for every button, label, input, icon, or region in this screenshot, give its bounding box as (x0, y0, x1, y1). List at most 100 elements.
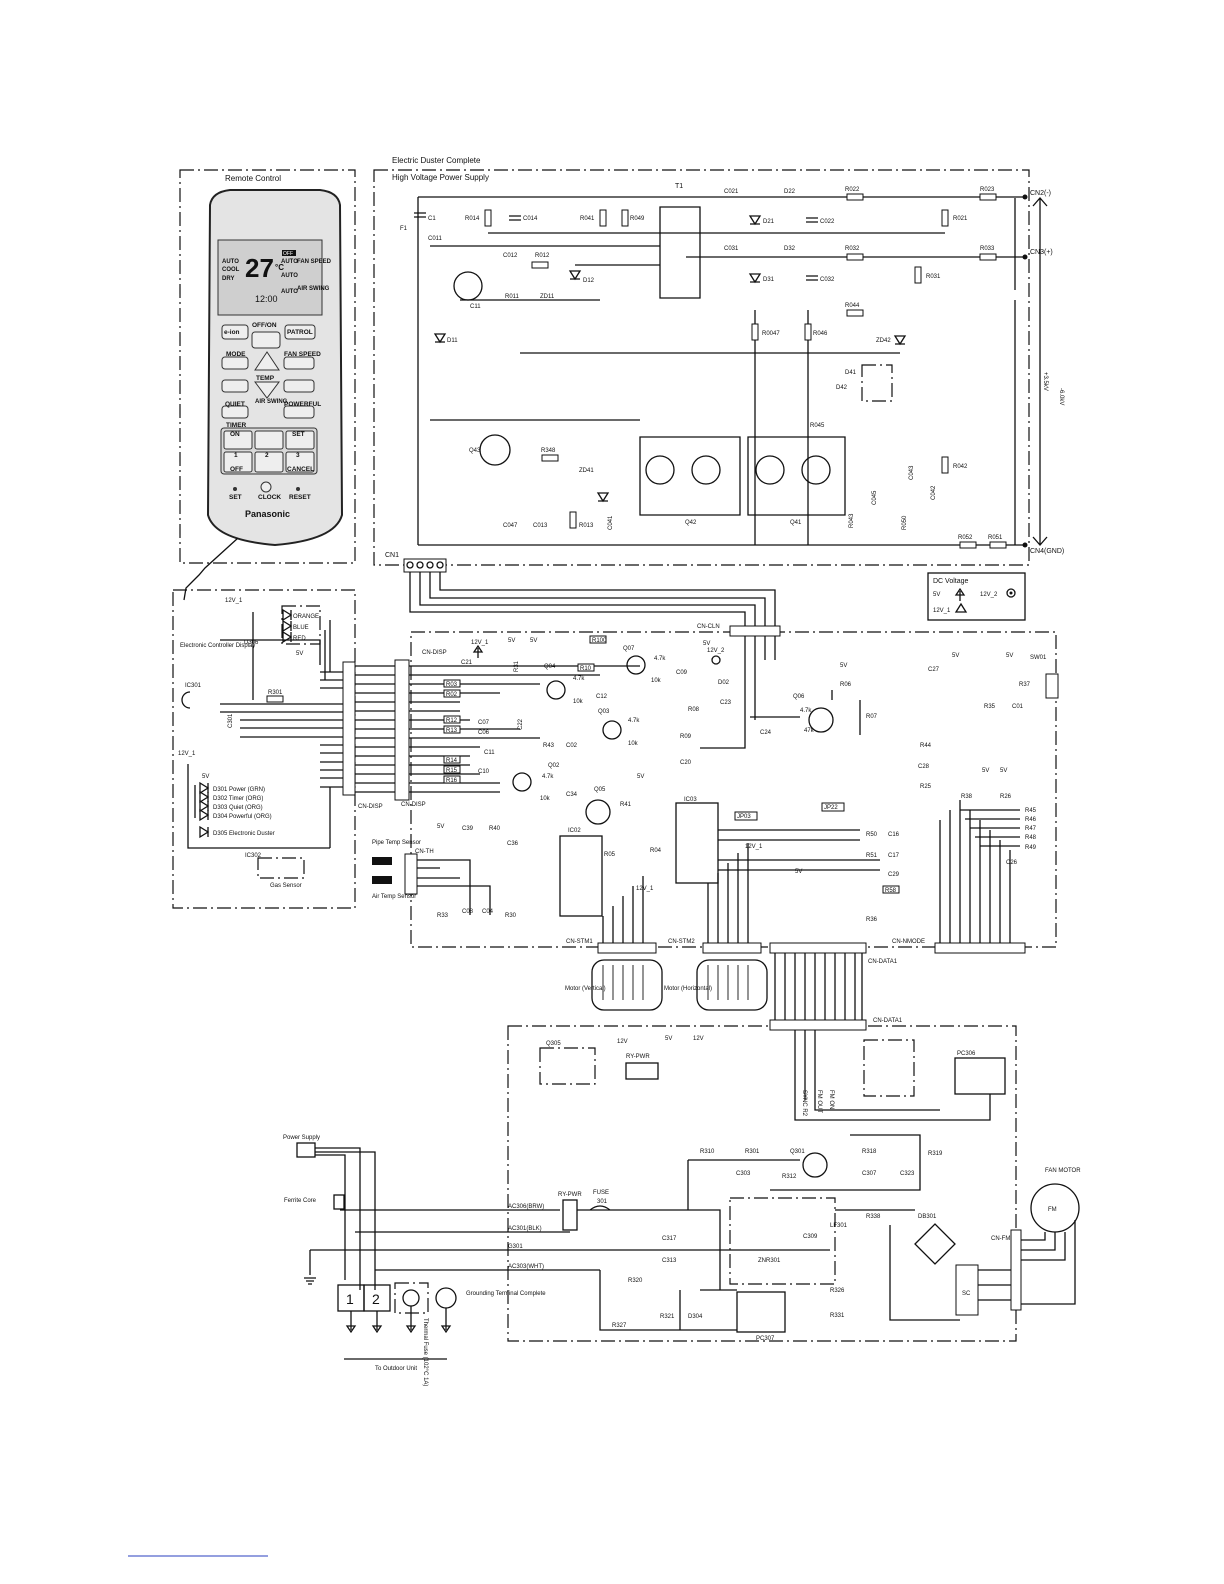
svg-text:R041: R041 (580, 216, 595, 222)
svg-text:Ferrite Core: Ferrite Core (284, 1198, 317, 1204)
svg-text:CN-DISP: CN-DISP (422, 650, 447, 656)
svg-text:R43: R43 (543, 743, 555, 749)
patrol-button[interactable] (284, 324, 316, 340)
dc-voltage-legend: DC Voltage 5V 12V_2 12V_1 (927, 572, 1026, 621)
svg-text:R319: R319 (928, 1151, 943, 1157)
svg-text:47k: 47k (804, 728, 815, 734)
svg-text:C041: C041 (608, 515, 614, 530)
svg-text:R331: R331 (830, 1313, 845, 1319)
svg-text:5V: 5V (703, 641, 710, 647)
svg-text:CN-STM2: CN-STM2 (668, 939, 695, 945)
svg-text:SW01: SW01 (1030, 655, 1047, 661)
svg-text:3: 3 (296, 452, 300, 459)
svg-text:R023: R023 (980, 187, 995, 193)
svg-text:D32: D32 (784, 246, 796, 252)
svg-text:12V: 12V (693, 1036, 704, 1042)
svg-text:C11: C11 (484, 750, 495, 756)
svg-text:CANCEL: CANCEL (287, 466, 314, 473)
remote-ir-link (183, 537, 239, 601)
svg-text:LF301: LF301 (830, 1223, 848, 1229)
svg-text:C02: C02 (566, 743, 578, 749)
svg-text:R310: R310 (700, 1149, 715, 1155)
svg-text:4.7k: 4.7k (800, 708, 812, 714)
reset-button[interactable] (296, 487, 300, 491)
powerful-button[interactable] (283, 405, 315, 419)
svg-text:R14: R14 (446, 758, 458, 764)
swing-horizontal-button[interactable] (221, 379, 249, 393)
svg-text:C011: C011 (428, 236, 443, 242)
svg-text:R046: R046 (813, 331, 828, 337)
timer-on-button[interactable] (223, 430, 253, 450)
svg-text:12V_1: 12V_1 (933, 608, 951, 614)
svg-text:ZD41: ZD41 (579, 468, 594, 474)
svg-text:Q305: Q305 (546, 1041, 561, 1047)
svg-text:R47: R47 (1025, 826, 1037, 832)
svg-text:C28: C28 (918, 764, 930, 770)
svg-text:R044: R044 (845, 303, 860, 309)
clock-button[interactable] (260, 481, 272, 493)
svg-text:AUTO: AUTO (281, 259, 298, 265)
cn3-label: CN3(+) (1030, 249, 1053, 256)
svg-text:R327: R327 (612, 1323, 627, 1329)
timer-down-button[interactable] (254, 451, 284, 473)
svg-text:R012: R012 (535, 253, 550, 259)
svg-text:R10: R10 (580, 666, 592, 672)
svg-text:CN-TH: CN-TH (415, 849, 434, 855)
svg-text:R051: R051 (988, 535, 1003, 541)
timer-cancel-button[interactable] (285, 451, 315, 473)
svg-text:D303 Quiet (ORG): D303 Quiet (ORG) (213, 805, 263, 811)
timer-set-button[interactable] (285, 430, 315, 450)
svg-text:C317: C317 (662, 1236, 677, 1242)
svg-text:C24: C24 (760, 730, 772, 736)
svg-text:R326: R326 (830, 1288, 845, 1294)
svg-text:R338: R338 (866, 1214, 881, 1220)
svg-text:DRY: DRY (222, 276, 234, 282)
eion-button[interactable] (221, 324, 249, 340)
svg-text:C01: C01 (1012, 704, 1024, 710)
svg-text:CN-DISP: CN-DISP (358, 804, 383, 810)
svg-text:C043: C043 (909, 465, 915, 480)
svg-text:R58: R58 (885, 888, 897, 894)
svg-text:JP03: JP03 (737, 814, 751, 820)
svg-text:C313: C313 (662, 1258, 677, 1264)
swing-vertical-button[interactable] (283, 379, 315, 393)
svg-text:D305 Electronic Duster: D305 Electronic Duster (213, 831, 275, 837)
svg-text:C301: C301 (228, 713, 234, 728)
svg-text:R318: R318 (862, 1149, 877, 1155)
temp-up-button[interactable] (254, 351, 280, 371)
svg-text:-6.0kV: -6.0kV (1058, 388, 1064, 405)
svg-text:C09: C09 (676, 670, 688, 676)
temp-down-button[interactable] (254, 381, 280, 399)
svg-text:4.7k: 4.7k (628, 718, 640, 724)
svg-text:ORANGE: ORANGE (293, 614, 319, 620)
svg-text:12V_1: 12V_1 (178, 751, 196, 757)
quiet-button[interactable] (221, 405, 249, 419)
cn-stm2-connector (702, 942, 762, 954)
mode-button[interactable] (221, 356, 249, 370)
svg-text:C11: C11 (470, 304, 481, 310)
timer-up-button[interactable] (254, 430, 284, 450)
svg-text:SET: SET (229, 494, 242, 501)
svg-text:C22: C22 (518, 718, 524, 730)
svg-text:R33: R33 (437, 913, 449, 919)
timer-off-button[interactable] (223, 451, 253, 473)
svg-text:Q41: Q41 (790, 520, 802, 526)
svg-text:QUIET: QUIET (225, 401, 245, 408)
cn-fm-connector (1010, 1229, 1022, 1311)
svg-text:AUTO: AUTO (222, 259, 239, 265)
sw01-switch[interactable] (1045, 673, 1059, 699)
svg-text:C022: C022 (820, 219, 835, 225)
svg-text:FAN MOTOR: FAN MOTOR (1045, 1168, 1081, 1174)
svg-text:R043: R043 (849, 513, 855, 528)
svg-text:e-ion: e-ion (224, 329, 240, 336)
remote-lcd (217, 239, 323, 316)
svg-text:5V: 5V (1000, 768, 1007, 774)
offon-button[interactable] (251, 331, 281, 349)
svg-text:12:00: 12:00 (255, 294, 278, 304)
svg-text:Q301: Q301 (790, 1149, 805, 1155)
cn-stm1-connector (597, 942, 657, 954)
svg-text:C032: C032 (820, 277, 835, 283)
fanspeed-button[interactable] (283, 356, 315, 370)
svg-text:D21: D21 (763, 219, 775, 225)
set-button[interactable] (233, 487, 237, 491)
